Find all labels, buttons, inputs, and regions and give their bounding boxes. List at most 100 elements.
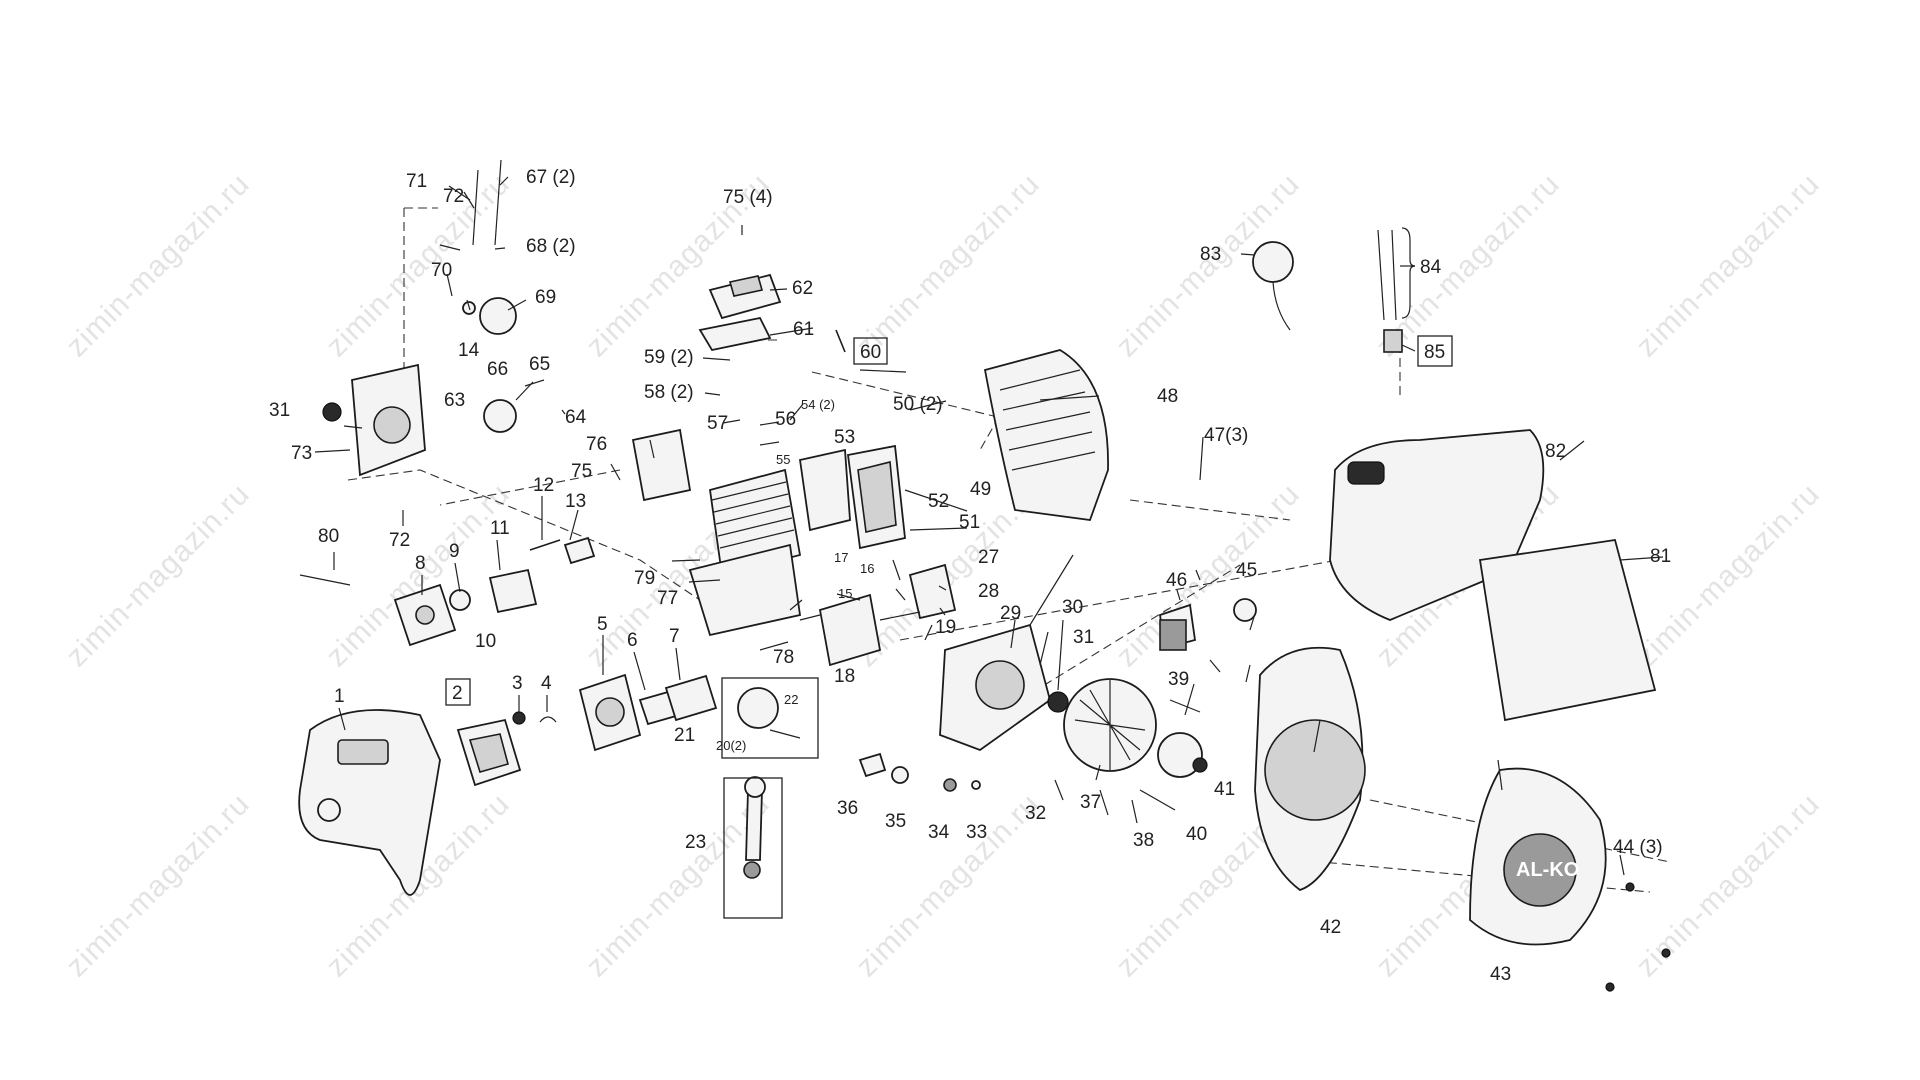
label-23: 23 (685, 832, 706, 853)
carb-gasket-part (449, 589, 471, 611)
label-4: 4 (541, 673, 552, 694)
screw-part (1625, 882, 1635, 892)
label-box (1417, 335, 1453, 367)
label-1: 1 (334, 686, 345, 707)
muffler-part (846, 444, 906, 550)
seal-part (322, 402, 342, 422)
label-58: 58 (2) (644, 382, 694, 403)
flywheel-part (1063, 678, 1157, 772)
label-62: 62 (792, 278, 813, 299)
label-65: 65 (529, 354, 550, 375)
label-36: 36 (837, 798, 858, 819)
label-16: 16 (860, 561, 874, 576)
crankshaft-part (799, 593, 921, 667)
intake-part (488, 568, 538, 614)
crankcase-half-part (688, 543, 802, 637)
label-69: 69 (535, 287, 556, 308)
label-35: 35 (885, 811, 906, 832)
pin-part (439, 244, 461, 251)
label-39: 39 (1168, 669, 1189, 690)
label-box (853, 337, 888, 365)
label-44: 44 (3) (1613, 837, 1663, 858)
label-52: 52 (928, 491, 949, 512)
brace-84 (1401, 227, 1416, 319)
label-84: 84 (1420, 257, 1442, 278)
label-31: 31 (269, 400, 290, 421)
spring-clip-part (539, 716, 557, 723)
label-13: 13 (565, 491, 586, 512)
screw-part (1605, 982, 1615, 992)
label-7: 7 (669, 626, 680, 647)
fuel-pickup-part (1377, 229, 1397, 321)
label-45: 45 (1236, 560, 1257, 581)
leader-lines (314, 176, 1664, 876)
carburetor-part (393, 583, 457, 647)
label-2: 2 (452, 683, 463, 704)
label-29: 29 (1000, 603, 1021, 624)
rod-part (472, 169, 479, 246)
plug-part (943, 778, 957, 792)
label-81: 81 (1650, 546, 1671, 567)
label-37: 37 (1080, 792, 1101, 813)
label-66: 66 (487, 359, 508, 380)
label-3: 3 (512, 673, 523, 694)
starter-pulley-part (1157, 732, 1203, 778)
label-48: 48 (1157, 386, 1178, 407)
label-59: 59 (2) (644, 347, 694, 368)
label-57: 57 (707, 413, 728, 434)
label-17: 17 (834, 550, 848, 565)
label-15: 15 (838, 586, 852, 601)
label-49: 49 (970, 479, 991, 500)
label-78: 78 (773, 647, 794, 668)
bolt-part (1169, 699, 1201, 713)
label-54: 54 (2) (801, 397, 835, 412)
label-27: 27 (978, 547, 999, 568)
label-76: 76 (586, 434, 607, 455)
label-20: 20(2) (716, 738, 746, 753)
fuel-filter-part (1159, 619, 1187, 651)
label-75: 75 (571, 461, 592, 482)
bolt-part (1139, 789, 1176, 811)
air-filter-element-part (456, 718, 522, 787)
label-21: 21 (674, 725, 695, 746)
spark-plug-part (835, 329, 846, 353)
connecting-rod-part (743, 776, 766, 879)
label-30: 30 (1062, 597, 1083, 618)
washer-part (891, 766, 909, 784)
gear-part (483, 399, 517, 433)
conrod-group-box (723, 777, 783, 919)
label-63: 63 (444, 390, 465, 411)
label-61: 61 (793, 319, 814, 340)
label-77: 77 (657, 588, 678, 609)
label-box (445, 678, 471, 706)
label-18: 18 (834, 666, 855, 687)
label-56: 56 (775, 409, 796, 430)
baffle-part (631, 428, 692, 502)
fuel-line-part (1233, 598, 1257, 622)
gear-part (479, 297, 517, 335)
fuel-filter-part (1383, 329, 1403, 353)
intake-gasket-part (563, 536, 596, 565)
label-14: 14 (458, 340, 480, 361)
gear-housing-part (351, 363, 426, 477)
label-28: 28 (978, 581, 999, 602)
label-75: 75 (4) (723, 187, 773, 208)
label-46: 46 (1166, 570, 1187, 591)
piston-part (737, 687, 801, 739)
air-filter-cover-part (298, 709, 441, 896)
cylinder-shroud-part (983, 349, 1109, 521)
insulator-part (664, 674, 718, 722)
screw-part (1661, 948, 1671, 958)
label-11: 11 (490, 518, 510, 539)
label-53: 53 (834, 427, 855, 448)
label-47: 47(3) (1204, 425, 1248, 446)
label-72: 72 (443, 186, 464, 207)
piston-group-box (721, 677, 819, 759)
label-73: 73 (291, 443, 312, 464)
brand-logo: AL-KO (1516, 859, 1579, 881)
muffler-shield-part (798, 448, 851, 532)
label-5: 5 (597, 614, 608, 635)
starter-cover-part: AL-KO (1469, 767, 1607, 946)
label-10: 10 (475, 631, 496, 652)
